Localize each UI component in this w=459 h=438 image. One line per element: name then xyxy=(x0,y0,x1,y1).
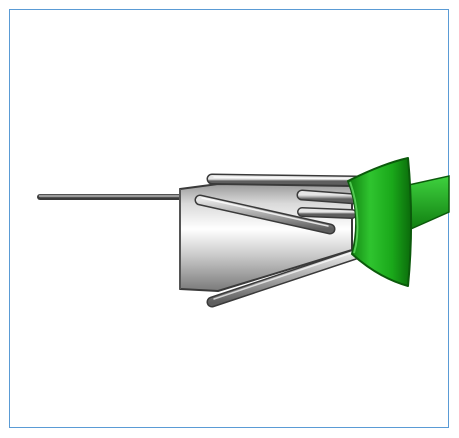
needle-wire xyxy=(40,196,186,197)
middle-short-rod xyxy=(302,212,352,214)
green-hub xyxy=(348,158,411,286)
top-rail-rod xyxy=(212,177,356,181)
upper-short-rod xyxy=(302,195,356,199)
